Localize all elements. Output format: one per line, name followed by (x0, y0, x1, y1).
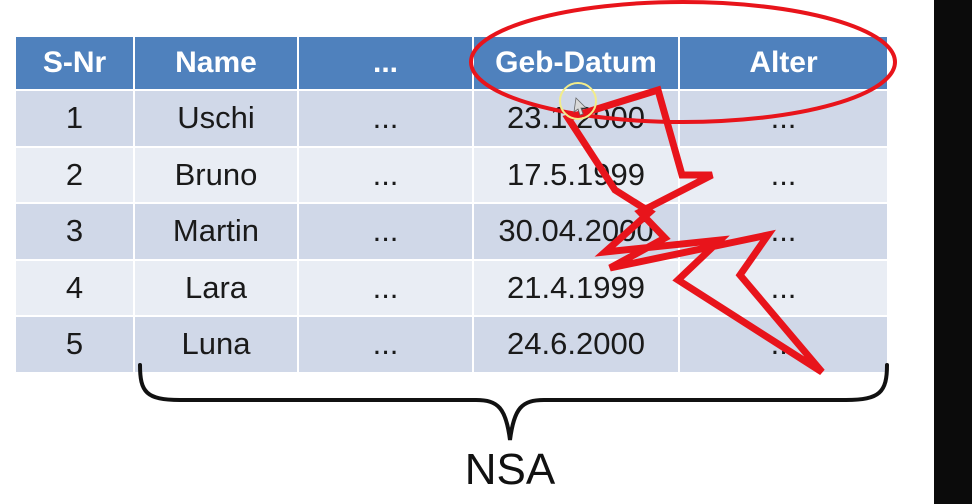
table-header-row: S-Nr Name ... Geb-Datum Alter (16, 37, 887, 90)
cell-name: Bruno (133, 145, 298, 203)
header-name: Name (133, 37, 298, 90)
annotation-overlay (138, 0, 897, 441)
header-geb-datum: Geb-Datum (472, 37, 679, 90)
cell-s-nr: 2 (16, 145, 134, 203)
curly-brace (138, 363, 889, 441)
table-row: 3 Martin ... 30.04.2000 ... (16, 202, 887, 260)
slide-canvas: S-Nr Name ... Geb-Datum Alter 1 Uschi ..… (16, 0, 897, 494)
lightning-bolt-icon (562, 85, 825, 375)
student-table: S-Nr Name ... Geb-Datum Alter 1 Uschi ..… (16, 37, 887, 372)
cursor-pointer-icon (573, 97, 587, 116)
cell-s-nr: 1 (16, 89, 134, 147)
black-side-bar (934, 0, 972, 504)
cell-s-nr: 5 (16, 315, 134, 372)
table-row: 2 Bruno ... 17.5.1999 ... (16, 145, 887, 203)
cell-name: Martin (133, 202, 298, 260)
header-ellipsis: ... (297, 37, 473, 90)
cell-name: Lara (133, 258, 298, 316)
nsa-label: NSA (464, 445, 556, 494)
cell-alter: ... (678, 258, 887, 316)
cell-geb-datum: 21.4.1999 (472, 258, 679, 316)
cursor-highlight-icon (559, 82, 597, 120)
table-row: 5 Luna ... 24.6.2000 ... (16, 315, 887, 372)
cell-geb-datum: 17.5.1999 (472, 145, 679, 203)
cell-s-nr: 3 (16, 202, 134, 260)
cell-ellipsis: ... (297, 202, 473, 260)
cell-ellipsis: ... (297, 258, 473, 316)
cell-name: Uschi (133, 89, 298, 147)
highlight-ellipse (469, 0, 897, 124)
cell-s-nr: 4 (16, 258, 134, 316)
header-alter: Alter (678, 37, 887, 90)
cell-ellipsis: ... (297, 315, 473, 372)
cell-geb-datum: 24.6.2000 (472, 315, 679, 372)
cell-name: Luna (133, 315, 298, 372)
cell-geb-datum: 30.04.2000 (472, 202, 679, 260)
header-s-nr: S-Nr (16, 37, 134, 90)
table-row: 1 Uschi ... 23.1.2000 ... (16, 89, 887, 147)
cell-alter: ... (678, 145, 887, 203)
table-row: 4 Lara ... 21.4.1999 ... (16, 258, 887, 316)
cell-ellipsis: ... (297, 145, 473, 203)
cell-ellipsis: ... (297, 89, 473, 147)
cell-alter: ... (678, 202, 887, 260)
